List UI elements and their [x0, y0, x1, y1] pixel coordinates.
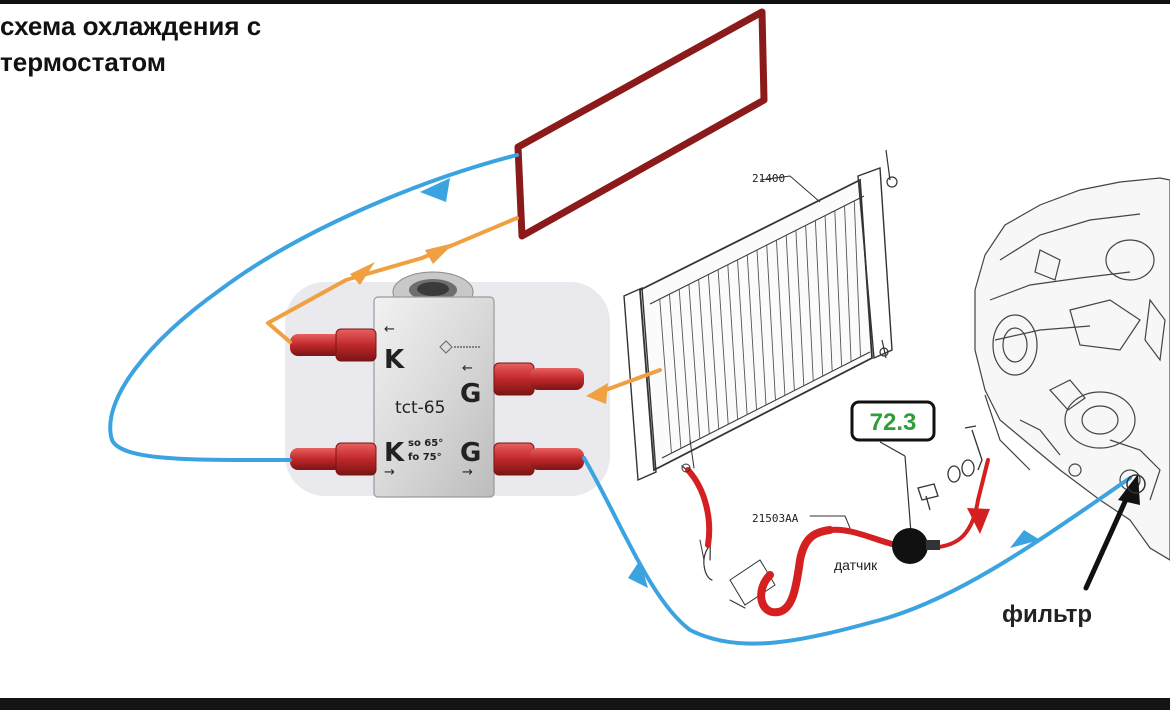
radiator-fin: [814, 220, 824, 377]
title-line-2: термостатом: [0, 47, 166, 77]
radiator-fin: [659, 299, 672, 454]
port-g-bottom: G: [460, 438, 481, 468]
thermostat-model: tct-65: [395, 398, 445, 418]
radiator-fin: [766, 245, 776, 401]
radiator-fin: [727, 264, 739, 420]
radiator-fin: [776, 240, 786, 396]
hot-flow-arrows: [350, 243, 608, 404]
radiator-fin: [824, 215, 833, 372]
title-line-1: схема охлаждения с: [0, 11, 262, 41]
arrow-left-mark-2: ←: [462, 361, 473, 376]
arrow-left-mark: ←: [384, 322, 395, 337]
radiator-fin: [707, 274, 720, 430]
sensor-label: датчик: [834, 557, 878, 573]
radiator-fin: [688, 284, 701, 439]
top-border: [0, 0, 1170, 4]
radiator-fin: [746, 254, 757, 410]
radiator-fin: [805, 225, 814, 381]
oil-cooler: [514, 8, 768, 240]
sensor-fittings: [917, 425, 983, 511]
filter-label: фильтр: [1002, 601, 1092, 628]
temp-open-start: so 65°: [408, 438, 443, 449]
radiator-fin: [756, 249, 767, 406]
radiator-fin: [678, 289, 691, 444]
radiator-fin: [834, 210, 843, 367]
radiator-fin: [698, 279, 710, 434]
temp-full-open: fo 75°: [408, 452, 442, 463]
lower-hose: [681, 439, 895, 617]
brand-logo-icon: [439, 340, 480, 354]
cold-flow-lines: [108, 153, 1132, 646]
radiator-fin: [853, 200, 861, 357]
temperature-sensor: [879, 441, 940, 564]
hose-part-number: 21503AA: [752, 512, 799, 525]
engine-block: [974, 177, 1170, 561]
port-k-bottom: K: [384, 438, 405, 468]
radiator-fin: [785, 235, 795, 391]
port-k-top: K: [384, 345, 405, 375]
radiator-fin: [795, 230, 805, 386]
arrow-right-mark: →: [384, 465, 395, 480]
cold-flow-arrows: [420, 178, 1040, 588]
fitting-top-left: [290, 328, 377, 362]
bottom-border: [0, 698, 1170, 710]
port-g-top: G: [460, 379, 481, 409]
radiator-fin: [737, 259, 748, 415]
radiator-fin: [669, 294, 682, 449]
thermostat-assembly: ← K ← G tct-65 K → so 65° fo 75° G →: [285, 271, 610, 498]
fitting-bottom-left: [290, 442, 377, 476]
radiator-fin: [717, 269, 729, 425]
fitting-bottom-right: [493, 442, 584, 476]
radiator-part-number: 21400: [752, 172, 785, 185]
sensor-reading-box: 72.3: [850, 400, 936, 442]
radiator: [623, 149, 898, 482]
diagram-title: схема охлаждения с термостатом: [0, 8, 360, 80]
filter-pointer-arrow: [1083, 474, 1146, 591]
sensor-reading: 72.3: [870, 409, 917, 436]
radiator-fin: [844, 205, 852, 362]
fitting-top-right: [493, 362, 584, 396]
arrow-right-mark-2: →: [462, 465, 473, 480]
